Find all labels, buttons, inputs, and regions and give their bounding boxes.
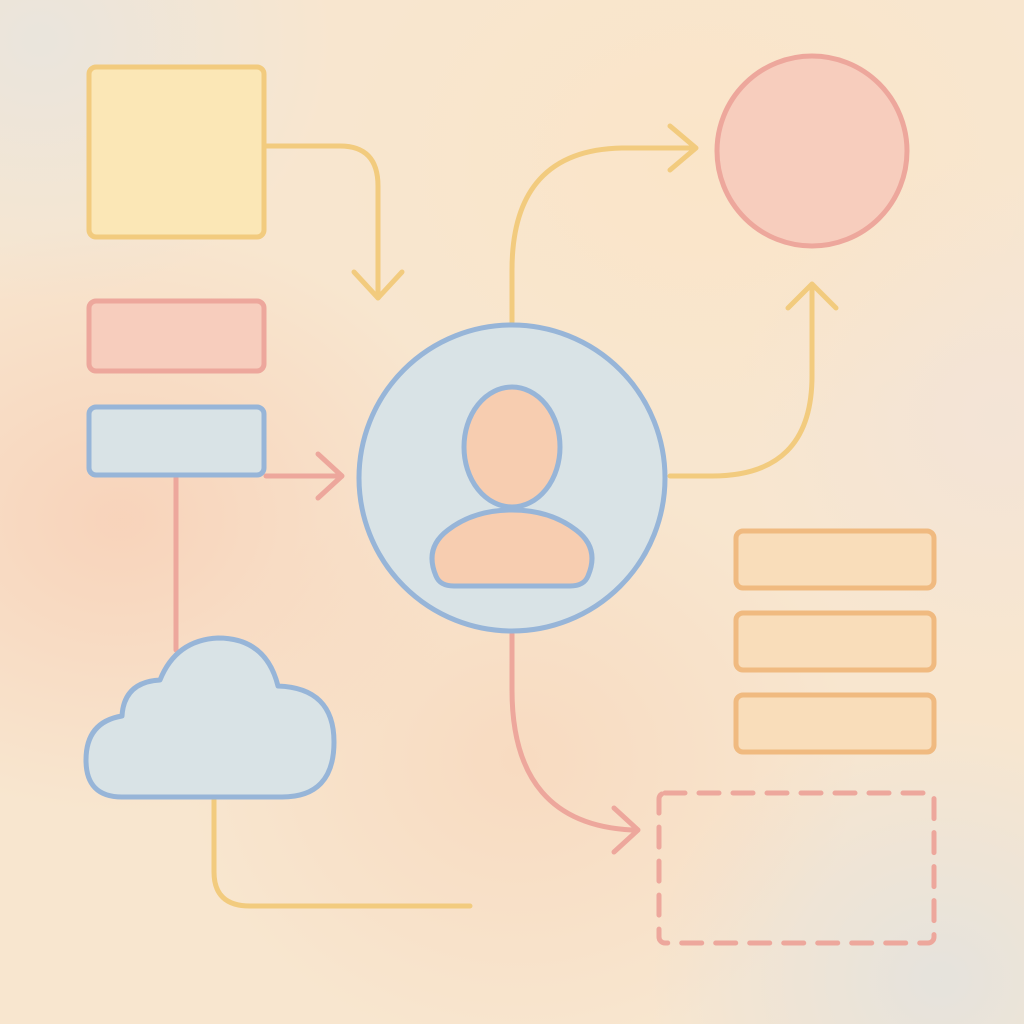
arrowhead-right-icon xyxy=(315,451,345,501)
arrowhead-down-icon xyxy=(351,269,405,301)
connector-square-to-user xyxy=(263,143,381,299)
connector-user-to-circle-right xyxy=(667,283,815,479)
blue-bar-node xyxy=(86,404,267,478)
stacked-bar xyxy=(733,528,937,591)
arrowhead-right-icon xyxy=(667,123,699,173)
stacked-bars xyxy=(733,528,937,755)
connector-user-to-dashed-box xyxy=(509,631,635,833)
cloud-node xyxy=(83,635,337,800)
connector-user-to-circle-top xyxy=(509,145,697,325)
arrowhead-right-icon xyxy=(611,805,641,855)
arrowhead-up-icon xyxy=(785,281,839,311)
user-icon xyxy=(429,384,595,589)
stacked-bar xyxy=(733,692,937,755)
user-node xyxy=(356,322,668,634)
circle-node xyxy=(714,53,910,249)
connector-cloud-bottom-line xyxy=(211,797,473,909)
red-bar-node xyxy=(86,298,267,374)
square-node xyxy=(86,64,267,240)
stacked-bar xyxy=(733,610,937,673)
dashed-placeholder-node xyxy=(656,790,937,946)
